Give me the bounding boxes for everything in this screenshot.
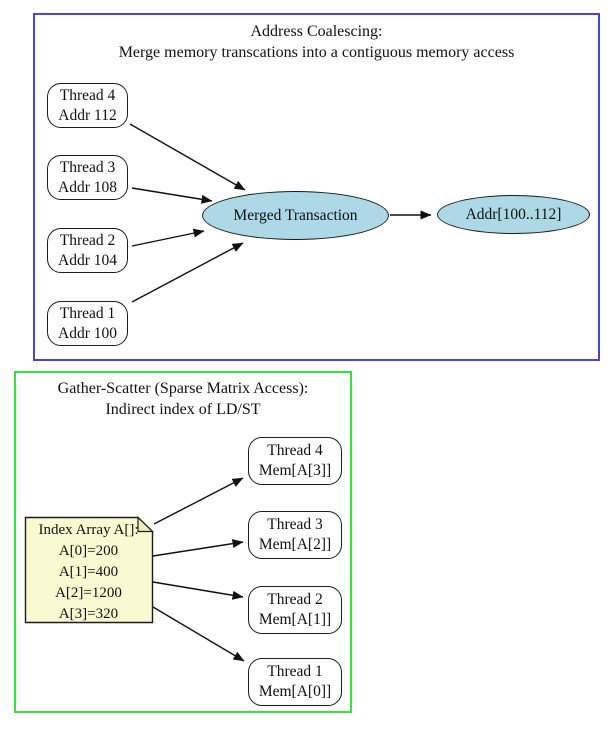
mem-label: Mem[A[0]] bbox=[258, 683, 332, 700]
index-array-note-shape bbox=[24, 516, 154, 624]
note-line: A[0]=200 bbox=[58, 543, 119, 559]
addr-label: Addr 104 bbox=[58, 251, 117, 269]
edge-note-to-thread3 bbox=[152, 539, 244, 557]
edge-thread2-to-merged bbox=[131, 228, 205, 247]
mem-label: Mem[A[1]] bbox=[258, 611, 332, 628]
thread-node-mem-a1: Thread 2 Mem[A[1]] bbox=[248, 586, 342, 634]
note-line: Index Array A[]: bbox=[38, 522, 139, 538]
thread-label: Thread 2 bbox=[59, 231, 116, 249]
result-address-label: Addr[100..112] bbox=[465, 205, 562, 223]
gather-scatter-panel bbox=[14, 371, 352, 713]
thread-label: Thread 1 bbox=[59, 304, 116, 322]
thread-label: Thread 3 bbox=[267, 516, 323, 533]
thread-node-addr-104: Thread 2 Addr 104 bbox=[47, 228, 128, 273]
thread-label: Thread 2 bbox=[267, 591, 323, 608]
thread-label: Thread 4 bbox=[59, 86, 116, 104]
thread-label: Thread 1 bbox=[267, 663, 323, 680]
mem-label: Mem[A[2]] bbox=[258, 536, 332, 553]
addr-label: Addr 108 bbox=[58, 178, 117, 196]
edge-thread4-to-merged bbox=[129, 123, 246, 191]
edge-thread3-to-merged bbox=[131, 187, 213, 204]
thread-node-addr-112: Thread 4 Addr 112 bbox=[47, 83, 128, 128]
note-fold-icon bbox=[137, 516, 154, 533]
mem-label: Mem[A[3]] bbox=[258, 462, 332, 479]
note-line: A[1]=400 bbox=[58, 564, 119, 580]
thread-node-mem-a2: Thread 3 Mem[A[2]] bbox=[248, 511, 342, 559]
coalescing-title-line2: Merge memory transcations into a contigu… bbox=[118, 44, 515, 61]
coalescing-title-line1: Address Coalescing: bbox=[250, 23, 383, 40]
merged-transaction-node: Merged Transaction bbox=[202, 191, 389, 240]
edge-thread1-to-merged bbox=[131, 242, 244, 303]
note-line: A[3]=320 bbox=[58, 606, 119, 622]
thread-node-mem-a3: Thread 4 Mem[A[3]] bbox=[248, 437, 342, 485]
edge-note-to-thread2 bbox=[152, 581, 244, 600]
addr-label: Addr 100 bbox=[58, 324, 117, 342]
gather-title-line2: Indirect index of LD/ST bbox=[105, 401, 261, 418]
addr-label: Addr 112 bbox=[58, 106, 117, 124]
result-address-node: Addr[100..112] bbox=[437, 195, 590, 234]
gather-title-line1: Gather-Scatter (Sparse Matrix Access): bbox=[57, 380, 309, 397]
thread-label: Thread 4 bbox=[267, 442, 323, 459]
address-coalescing-panel bbox=[33, 13, 600, 361]
edge-note-to-thread4 bbox=[153, 477, 244, 525]
note-line: A[2]=1200 bbox=[55, 585, 122, 601]
thread-node-addr-108: Thread 3 Addr 108 bbox=[47, 155, 128, 200]
thread-node-addr-100: Thread 1 Addr 100 bbox=[47, 301, 128, 346]
edge-note-to-thread1 bbox=[152, 606, 245, 662]
thread-node-mem-a0: Thread 1 Mem[A[0]] bbox=[248, 658, 342, 706]
thread-label: Thread 3 bbox=[59, 158, 116, 176]
index-array-note: Index Array A[]: A[0]=200 A[1]=400 A[2]=… bbox=[25, 520, 152, 625]
merged-transaction-label: Merged Transaction bbox=[233, 206, 358, 224]
